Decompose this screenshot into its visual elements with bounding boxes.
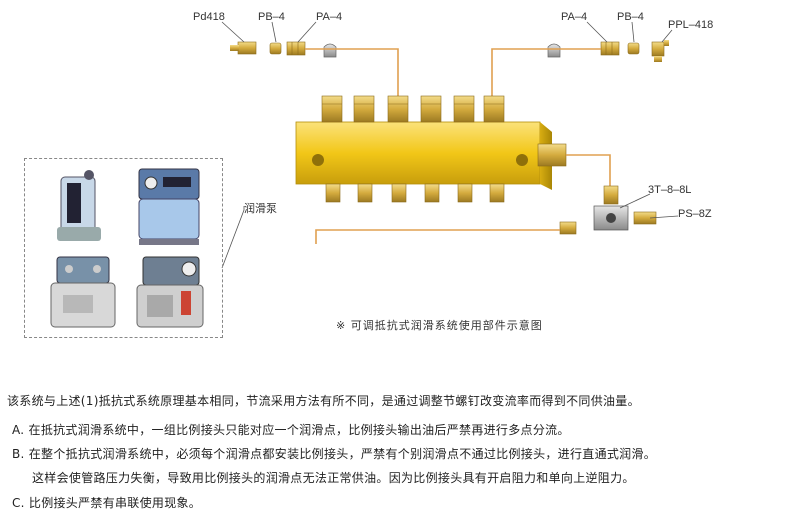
note-a: A. 在抵抗式润滑系统中，一组比例接头只能对应一个润滑点，比例接头输出油后严禁再…	[12, 423, 570, 437]
pa4-left-fitting	[286, 41, 306, 56]
pump-image-3	[47, 253, 123, 335]
right-pipe	[491, 48, 601, 96]
diagram-caption: ※ 可调抵抗式润滑系统使用部件示意图	[336, 319, 543, 332]
block-bottom-fittings	[325, 183, 505, 203]
label-ppl418: PPL–418	[668, 19, 714, 31]
pump-image-2	[131, 165, 207, 251]
note-c: C. 比例接头严禁有串联使用现象。	[12, 496, 202, 510]
lubrication-diagram	[221, 21, 679, 269]
intro-paragraph: 该系统与上述(1)抵抗式系统原理基本相同，节流采用方法有所不同，是通过调整节螺钉…	[7, 394, 640, 408]
pump-image-1	[51, 167, 111, 253]
pump-leader	[221, 206, 245, 269]
note-b-line1: B. 在整个抵抗式润滑系统中，必须每个润滑点都安装比例接头，严禁有个别润滑点不通…	[12, 447, 657, 461]
pump-image-4	[133, 253, 213, 335]
inlet-pipe	[566, 154, 611, 186]
ps8z-fitting	[633, 211, 657, 225]
pa4-right-fitting	[600, 41, 620, 56]
right-pipe-clamp	[547, 43, 561, 58]
pd418-fitting	[230, 41, 257, 55]
left-pipe	[305, 48, 399, 96]
label-pump: 润滑泵	[244, 203, 277, 215]
label-pb4-right: PB–4	[617, 11, 644, 23]
label-pa4-right: PA–4	[561, 11, 588, 23]
label-3t-8-8l: 3T–8–8L	[648, 184, 692, 196]
block-inlet-fitting	[537, 143, 567, 167]
pump-group	[24, 158, 223, 338]
note-b-line2: 这样会使管路压力失衡，导致用比例接头的润滑点无法正常供油。因为比例接头具有开启阻…	[32, 471, 635, 485]
left-pipe-clamp	[323, 43, 337, 58]
ppl418-fitting	[651, 40, 669, 62]
tee-left-fitting	[559, 221, 577, 235]
distributor-block	[295, 121, 552, 190]
3t-8-8l-tee	[593, 185, 629, 231]
pb4-right-fitting	[627, 42, 640, 55]
label-pb4-left: PB–4	[258, 11, 285, 23]
label-pd418: Pd418	[193, 11, 225, 23]
return-pipe	[315, 229, 560, 244]
pb4-left-fitting	[269, 42, 282, 55]
label-pa4-left: PA–4	[316, 11, 343, 23]
block-top-fittings	[321, 95, 505, 123]
label-ps8z: PS–8Z	[678, 208, 712, 220]
